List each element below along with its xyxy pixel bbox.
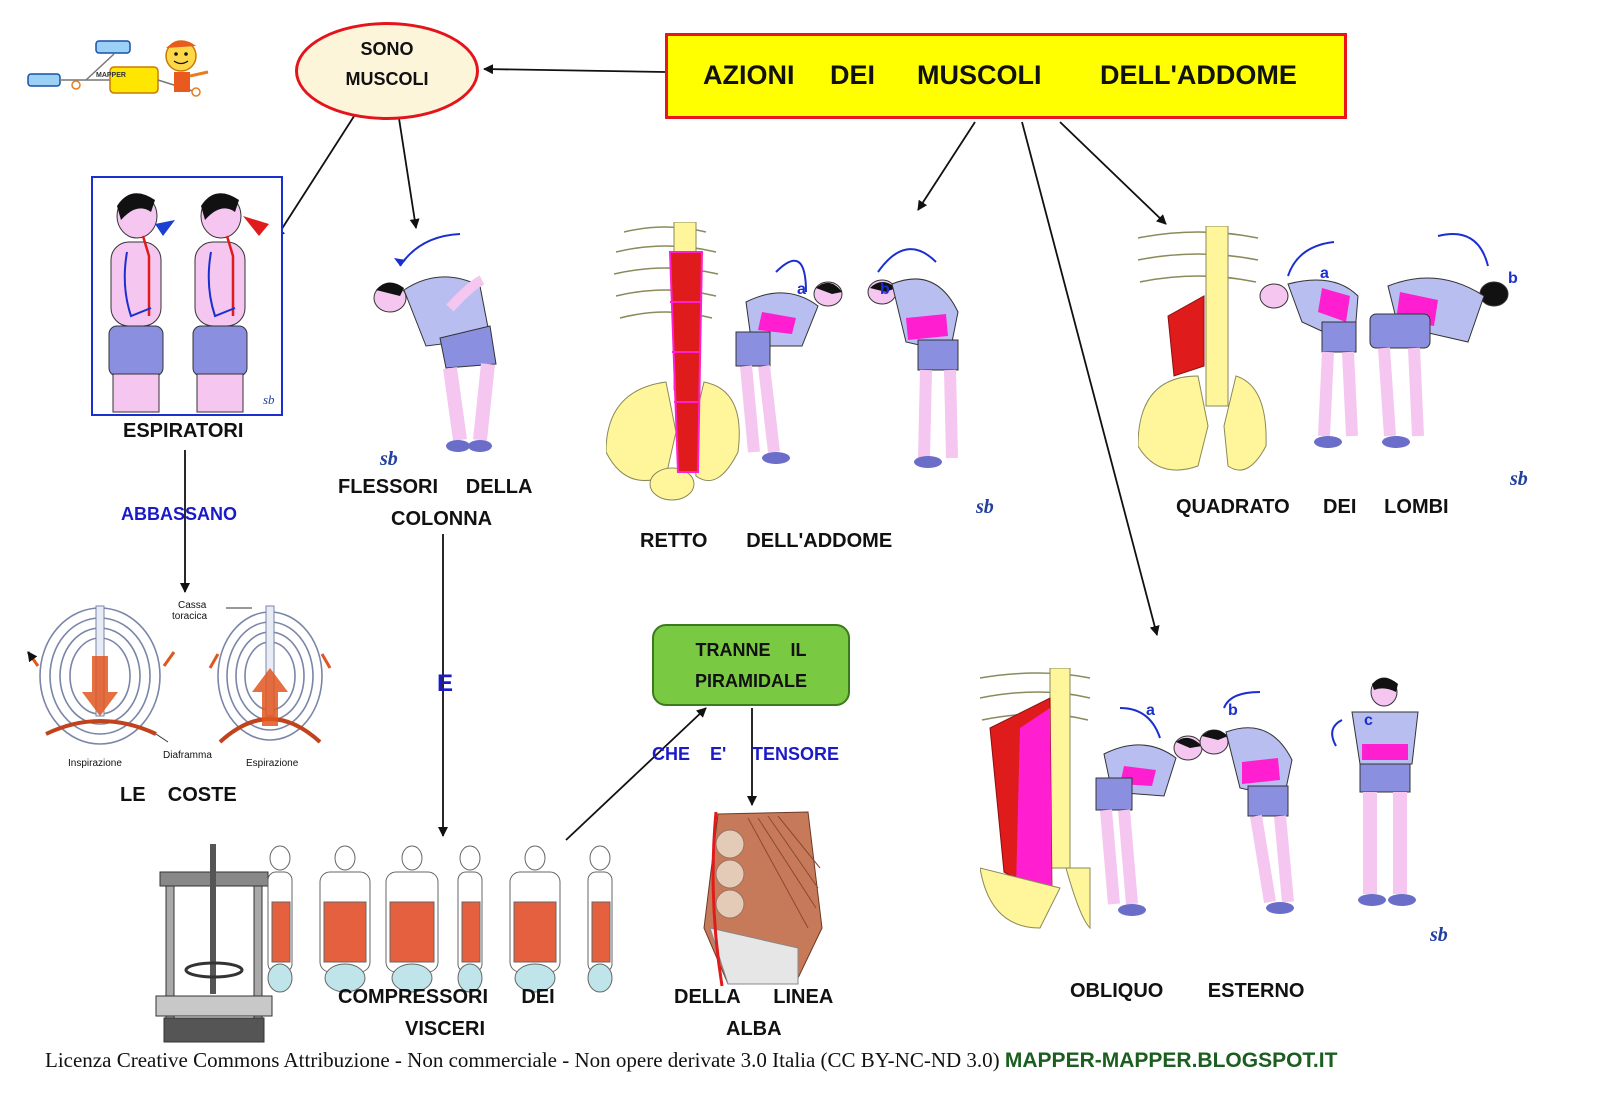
arrow-title-to-retto — [917, 121, 976, 211]
main-title-box: AZIONI DEI MUSCOLI DELL'ADDOME — [665, 33, 1347, 119]
signature-quadrato: sb — [1510, 468, 1528, 490]
sono-muscoli-line1: SONO — [360, 39, 414, 59]
compressori-illustration — [155, 844, 613, 1043]
arrow-title-to-sono — [483, 64, 666, 75]
retto-marker-a: a — [797, 281, 806, 298]
e-connector-label: E — [437, 670, 454, 697]
sono-muscoli-line2: MUSCOLI — [345, 69, 429, 89]
linea-alba-line1: DELLA LINEA — [674, 986, 834, 1008]
mapper-logo — [27, 40, 209, 97]
title-word-3: MUSCOLI — [917, 60, 1042, 90]
arrow-title-to-obliquo — [1021, 121, 1160, 636]
compressori-line2: VISCERI — [405, 1018, 486, 1040]
retto-label: RETTO DELL'ADDOME — [640, 530, 893, 552]
signature-retto: sb — [976, 496, 994, 518]
flessori-line1: FLESSORI DELLA — [338, 476, 533, 498]
diaframma-label: Diaframma — [163, 750, 212, 761]
site-link[interactable]: MAPPER-MAPPER.BLOGSPOT.IT — [1004, 1049, 1338, 1072]
quadrato-marker-b: b — [1508, 270, 1518, 287]
sono-muscoli-node: SONO MUSCOLI — [295, 22, 479, 120]
tensore-label: TENSORE — [752, 744, 840, 764]
quadrato-label: QUADRATO DEI LOMBI — [1176, 496, 1449, 518]
svg-text:sb: sb — [263, 392, 275, 407]
abbassano-label: ABBASSANO — [121, 504, 238, 524]
inspirazione-label: Inspirazione — [68, 758, 122, 769]
arrow-compressori-to-tranne — [565, 707, 707, 841]
ribcage-illustration — [26, 605, 332, 745]
retto-marker-b: b — [880, 281, 890, 298]
title-word-4: DELL'ADDOME — [1100, 60, 1297, 90]
quadrato-illustration — [1138, 226, 1509, 471]
arrow-title-to-quadrato — [1059, 121, 1167, 225]
footer: Licenza Creative Commons Attribuzione - … — [45, 1048, 1337, 1073]
obliquo-marker-c: c — [1364, 712, 1373, 729]
license-text: Licenza Creative Commons Attribuzione - … — [45, 1048, 1000, 1072]
cassa-label: Cassa — [178, 600, 207, 611]
retto-illustration — [606, 222, 959, 501]
arrow-sono-to-flessori — [397, 111, 420, 229]
espiratori-illustration: sb — [91, 176, 283, 416]
logo-text: MAPPER — [96, 72, 126, 79]
flessori-line2: COLONNA — [391, 508, 493, 530]
le-coste-label: LE COSTE — [120, 784, 237, 806]
obliquo-marker-b: b — [1228, 702, 1238, 719]
toracica-label: toracica — [172, 611, 208, 622]
tranne-line1: TRANNE IL — [695, 640, 807, 660]
espiratori-label: ESPIRATORI — [123, 420, 244, 442]
flessori-illustration — [373, 233, 497, 452]
tranne-line2: PIRAMIDALE — [695, 671, 807, 691]
che-e-label: CHE E' — [652, 744, 727, 764]
signature-obliquo: sb — [1430, 924, 1448, 946]
compressori-line1: COMPRESSORI DEI — [338, 986, 555, 1008]
tranne-piramidale-node: TRANNE IL PIRAMIDALE — [652, 624, 850, 706]
arrow-sono-to-espiratori — [275, 109, 359, 239]
espirazione-label: Espirazione — [246, 758, 299, 769]
obliquo-illustration — [980, 668, 1419, 930]
linea-alba-line2: ALBA — [726, 1018, 782, 1040]
linea-alba-illustration — [703, 811, 823, 987]
obliquo-label: OBLIQUO ESTERNO — [1070, 980, 1305, 1002]
signature-flessori: sb — [380, 448, 398, 470]
title-word-1: AZIONI — [703, 60, 795, 90]
obliquo-marker-a: a — [1146, 702, 1155, 719]
quadrato-marker-a: a — [1320, 265, 1329, 282]
title-word-2: DEI — [830, 60, 876, 90]
